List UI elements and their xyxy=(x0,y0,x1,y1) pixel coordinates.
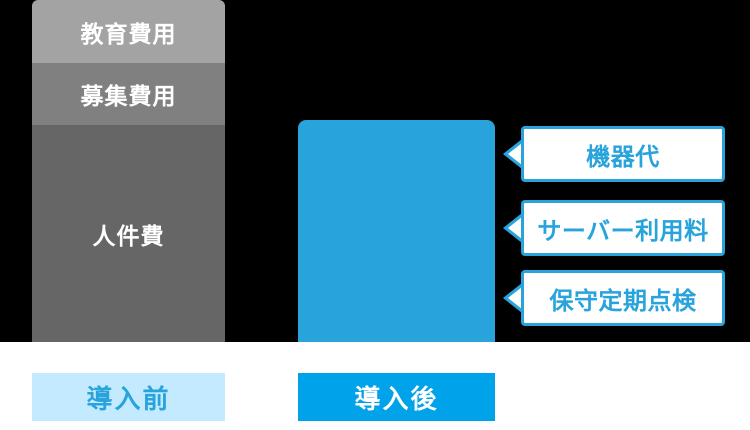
callout-server-usage-fee-box: サーバー利用料 xyxy=(521,200,725,256)
segment-education-cost-label: 教育費用 xyxy=(80,20,177,47)
callout-equipment-cost-box: 機器代 xyxy=(521,126,725,182)
callout-maintenance-inspection: 保守定期点検 xyxy=(503,270,725,326)
segment-recruiting-cost-label: 募集費用 xyxy=(80,83,177,109)
segment-labor-cost: 人件費 xyxy=(32,125,225,342)
axis-label-after-text: 導入後 xyxy=(354,383,439,414)
bar-before-introduction: 教育費用 募集費用 人件費 xyxy=(32,0,225,342)
axis-label-before-text: 導入前 xyxy=(86,383,171,414)
axis-label-after: 導入後 xyxy=(298,373,495,421)
callout-maintenance-inspection-label: 保守定期点検 xyxy=(549,287,697,315)
axis-label-before: 導入前 xyxy=(32,373,225,421)
segment-recruiting-cost: 募集費用 xyxy=(32,63,225,125)
callout-maintenance-inspection-box: 保守定期点検 xyxy=(521,270,725,326)
segment-labor-cost-label: 人件費 xyxy=(92,222,165,249)
callout-server-usage-fee: サーバー利用料 xyxy=(503,200,725,256)
bar-after-introduction xyxy=(298,120,495,342)
callout-server-usage-fee-label: サーバー利用料 xyxy=(537,217,709,245)
callout-equipment-cost-label: 機器代 xyxy=(586,143,660,171)
callout-equipment-cost: 機器代 xyxy=(503,126,725,182)
segment-education-cost: 教育費用 xyxy=(32,0,225,63)
